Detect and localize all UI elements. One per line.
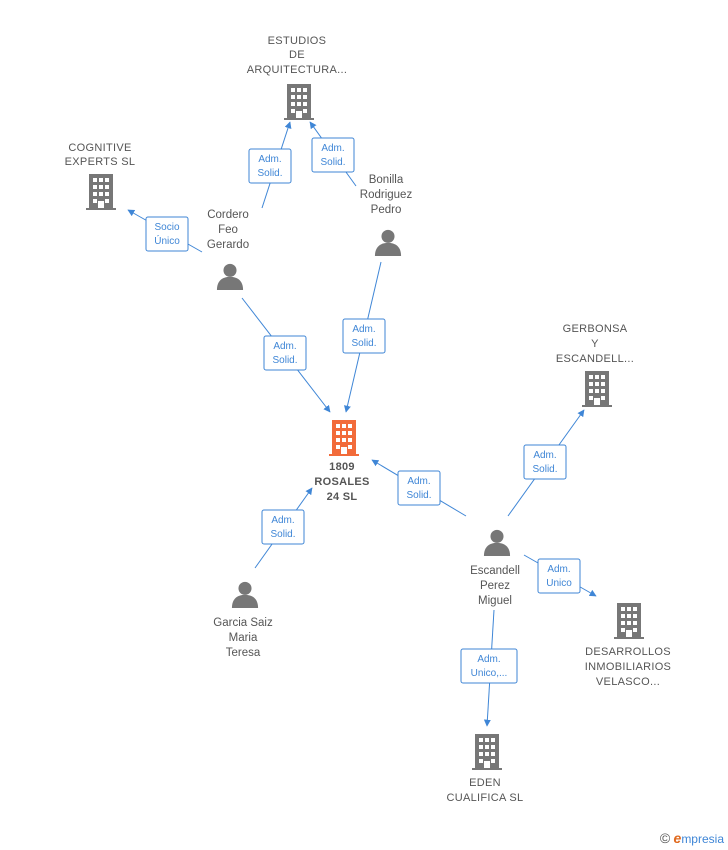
brand-initial: e: [673, 830, 682, 846]
node-eden[interactable]: EDEN CUALIFICA SL: [447, 734, 524, 804]
node-cognitive[interactable]: COGNITIVE EXPERTS SL: [65, 142, 136, 210]
building-icon: [582, 371, 612, 407]
node-label-line: DE: [289, 49, 305, 61]
building-icon: [329, 420, 359, 456]
edge-label-line: Adm.: [273, 341, 296, 352]
person-icon: [216, 263, 244, 290]
node-label-line: EDEN: [469, 777, 501, 789]
person-icon: [231, 581, 259, 608]
node-label-line: Y: [591, 338, 599, 350]
node-desarrollos[interactable]: DESARROLLOS INMOBILIARIOS VELASCO...: [585, 603, 671, 688]
node-label-line: Cordero: [207, 209, 249, 221]
node-label-line: GERBONSA: [563, 323, 628, 335]
edge-label-line: Adm.: [407, 476, 430, 487]
edge-label-escandell-desarrollos[interactable]: Adm. Unico: [537, 558, 581, 594]
node-label-line: ESCANDELL...: [556, 353, 634, 365]
node-label-line: Pedro: [371, 204, 402, 216]
edge-label-line: Solid.: [351, 338, 376, 349]
node-label-line: Escandell: [470, 565, 520, 577]
node-label-line: COGNITIVE: [68, 142, 131, 154]
node-label-line: Rodriguez: [360, 189, 413, 201]
node-gerbonsa[interactable]: GERBONSA Y ESCANDELL...: [556, 323, 634, 407]
node-label-line: Bonilla: [369, 174, 404, 186]
node-label-line: 24 SL: [327, 491, 358, 503]
node-cordero[interactable]: Cordero Feo Gerardo: [207, 209, 249, 290]
edge-label-escandell-rosales[interactable]: Adm. Solid.: [397, 470, 441, 506]
edge-label-line: Único: [154, 234, 180, 247]
edge-label-line: Solid.: [257, 168, 282, 179]
edge-label-line: Solid.: [272, 355, 297, 366]
edge-label-line: Solid.: [532, 464, 557, 475]
node-escandell[interactable]: Escandell Perez Miguel: [470, 529, 520, 607]
node-label-line: Perez: [480, 580, 510, 592]
empresia-logo: © empresia: [660, 830, 724, 846]
node-label-line: Miguel: [478, 595, 512, 607]
edge-label-line: Adm.: [547, 564, 570, 575]
node-estudios[interactable]: ESTUDIOS DE ARQUITECTURA...: [247, 35, 347, 120]
edge-label-cordero-rosales[interactable]: Adm. Solid.: [263, 335, 307, 371]
edge-label-bonilla-rosales[interactable]: Adm. Solid.: [342, 318, 386, 354]
edge-label-cordero-cognitive[interactable]: Socio Único: [145, 216, 189, 252]
edge-label-line: Solid.: [270, 529, 295, 540]
copyright-symbol: ©: [659, 830, 671, 846]
edge-label-line: Unico: [546, 578, 572, 589]
edge-label-line: Adm.: [321, 143, 344, 154]
node-label-line: DESARROLLOS: [585, 646, 671, 658]
node-label-line: ARQUITECTURA...: [247, 64, 347, 76]
node-label-line: ROSALES: [314, 476, 369, 488]
edge-label-line: Adm.: [477, 654, 500, 665]
node-label-line: CUALIFICA SL: [447, 792, 524, 804]
brand-name: mpresia: [681, 832, 724, 846]
building-icon: [614, 603, 644, 639]
person-icon: [374, 229, 402, 256]
edge-label-escandell-eden[interactable]: Adm. Unico,...: [460, 648, 518, 684]
edge-label-line: Adm.: [533, 450, 556, 461]
edge-label-line: Socio: [154, 222, 179, 233]
node-label-line: Feo: [218, 224, 238, 236]
edge-label-escandell-gerbonsa[interactable]: Adm. Solid.: [523, 444, 567, 480]
node-label-line: VELASCO...: [596, 676, 660, 688]
node-label-line: 1809: [329, 461, 355, 473]
node-label-line: Gerardo: [207, 239, 249, 251]
node-label-line: ESTUDIOS: [268, 35, 327, 47]
node-label-line: Garcia Saiz: [213, 617, 273, 629]
edge-label-line: Solid.: [406, 490, 431, 501]
nodes: ESTUDIOS DE ARQUITECTURA... COGNITIVE EX…: [65, 35, 671, 804]
edge-labels: Adm. Solid. Adm. Solid. Socio Único Adm.…: [145, 137, 581, 684]
node-label-line: INMOBILIARIOS: [585, 661, 671, 673]
edge-label-line: Adm.: [271, 515, 294, 526]
edge-label-bonilla-estudios[interactable]: Adm. Solid.: [311, 137, 355, 173]
edge-label-line: Adm.: [258, 154, 281, 165]
edge-label-line: Adm.: [352, 324, 375, 335]
node-label-line: Maria: [229, 632, 258, 644]
edge-label-line: Solid.: [320, 157, 345, 168]
edge-label-line: Unico,...: [471, 668, 508, 679]
edges: [127, 121, 597, 727]
edge-label-cordero-estudios[interactable]: Adm. Solid.: [248, 148, 292, 184]
building-icon: [86, 174, 116, 210]
building-icon: [472, 734, 502, 770]
node-label-line: Teresa: [226, 647, 261, 659]
node-bonilla[interactable]: Bonilla Rodriguez Pedro: [360, 174, 413, 256]
person-icon: [483, 529, 511, 556]
node-label-line: EXPERTS SL: [65, 156, 136, 168]
edge-label-garcia-rosales[interactable]: Adm. Solid.: [261, 509, 305, 545]
node-garcia[interactable]: Garcia Saiz Maria Teresa: [213, 581, 273, 659]
node-rosales[interactable]: 1809 ROSALES 24 SL: [314, 420, 369, 503]
building-icon: [284, 84, 314, 120]
